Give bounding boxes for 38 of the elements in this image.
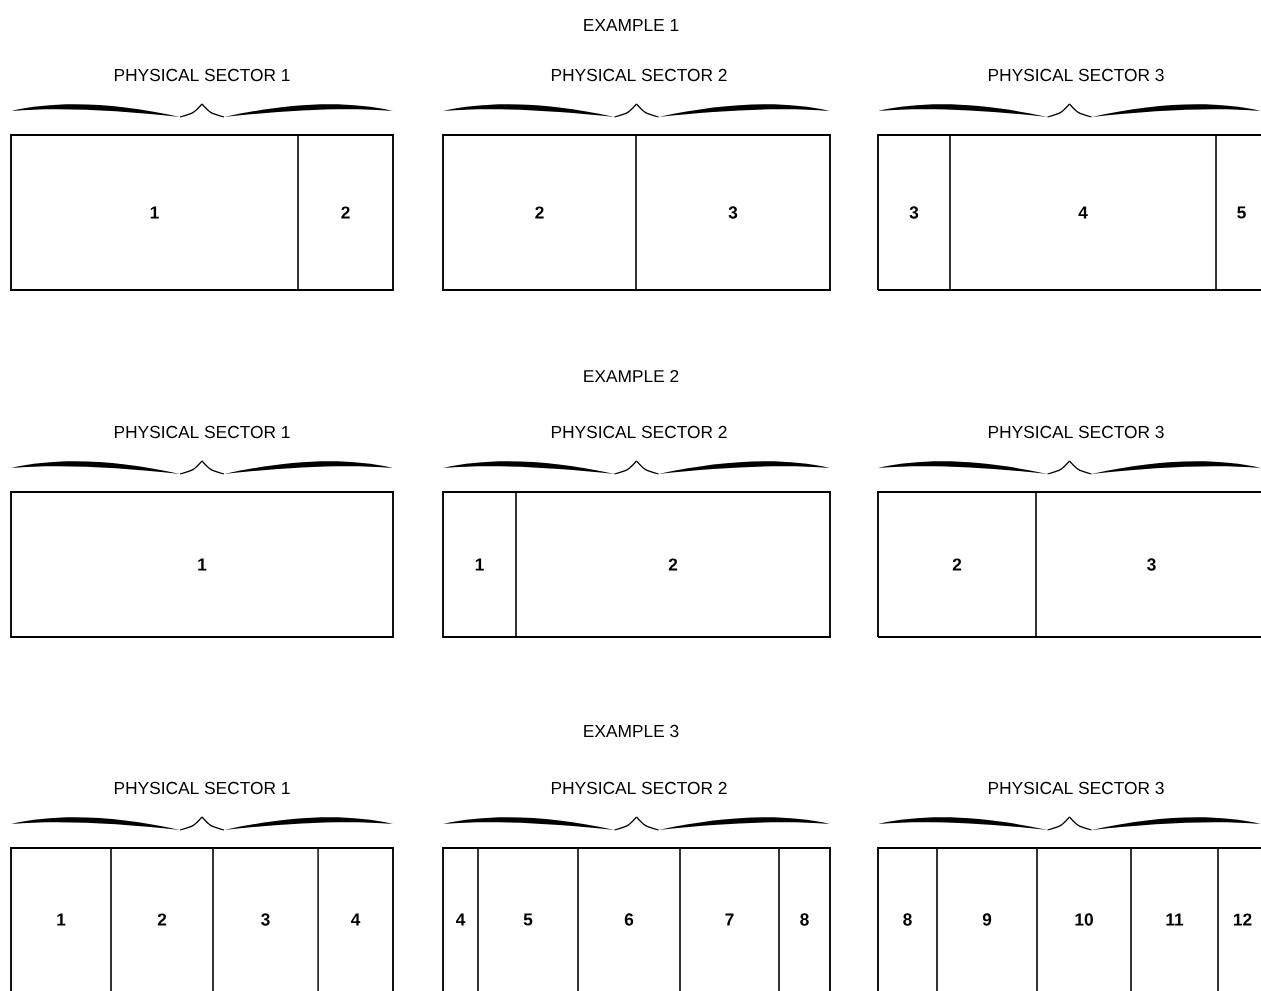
cell-number: 2 (668, 558, 678, 571)
sector-label: PHYSICAL SECTOR 3 (988, 425, 1164, 439)
cell-number: 8 (800, 913, 809, 926)
cell-number: 6 (624, 913, 634, 926)
cell-number: 5 (523, 913, 533, 926)
sector-label: PHYSICAL SECTOR 1 (114, 68, 290, 82)
sector-label: PHYSICAL SECTOR 1 (114, 425, 290, 439)
cell-number: 3 (728, 206, 738, 219)
sector-label: PHYSICAL SECTOR 3 (988, 781, 1164, 795)
sector-label: PHYSICAL SECTOR 2 (551, 68, 727, 82)
example-title: EXAMPLE 1 (584, 19, 679, 31)
cell-number: 2 (341, 206, 350, 219)
cell-number: 2 (157, 913, 167, 926)
cell-number: 3 (261, 913, 270, 926)
cell-number: 2 (952, 558, 962, 571)
cell-number: 3 (1147, 558, 1156, 571)
cell-number: 1 (198, 558, 207, 571)
cell-number: 1 (475, 558, 484, 571)
example-title: EXAMPLE 2 (584, 369, 679, 383)
cell-number: 8 (903, 913, 912, 926)
cell-number: 1 (57, 913, 66, 926)
cell-number: 2 (535, 206, 544, 219)
cell-number: 11 (1166, 913, 1184, 926)
cell-number: 3 (909, 206, 919, 219)
example-title: EXAMPLE 3 (584, 724, 679, 738)
cell-number: 4 (1078, 206, 1088, 219)
sector-label: PHYSICAL SECTOR 1 (114, 781, 290, 795)
cell-number: 4 (350, 913, 361, 926)
sector-label: PHYSICAL SECTOR 2 (551, 425, 727, 439)
cell-number: 12 (1233, 913, 1252, 926)
cell-number: 4 (455, 913, 466, 926)
cell-number: 9 (982, 913, 992, 926)
cell-number: 1 (150, 206, 159, 219)
sector-label: PHYSICAL SECTOR 2 (551, 781, 727, 795)
cell-number: 7 (725, 913, 734, 926)
sector-label: PHYSICAL SECTOR 3 (988, 68, 1164, 82)
cell-number: 10 (1075, 913, 1093, 926)
cell-number: 5 (1237, 206, 1246, 219)
